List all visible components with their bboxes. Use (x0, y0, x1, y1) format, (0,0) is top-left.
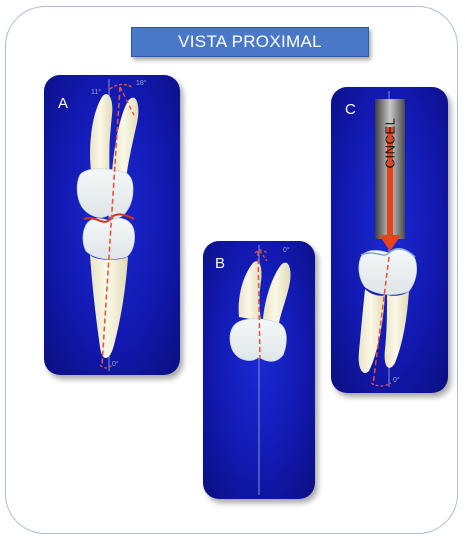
panel-a: A 11° 18° 0° (44, 75, 180, 375)
panel-a-angle-left: 11° (91, 89, 101, 96)
lower-tooth-crown (83, 218, 135, 259)
upper-tooth-crown (77, 169, 133, 219)
angle-arc-bottom (100, 365, 112, 368)
lower-tooth-root (90, 255, 128, 358)
tooth-root-right (385, 291, 409, 368)
upper-tooth-root-left (90, 94, 112, 175)
panel-b-illustration (203, 241, 315, 499)
tooth-crown (230, 319, 286, 361)
panel-a-illustration (44, 75, 180, 375)
angle-arc-bottom (371, 383, 391, 386)
panel-c-angle-bottom: 0° (393, 377, 400, 384)
panel-a-label: A (58, 95, 68, 112)
panel-c: C CINCEL 0° (331, 87, 448, 393)
chisel-label: CINCEL (383, 118, 398, 169)
page-title: VISTA PROXIMAL (131, 27, 369, 57)
panel-b: B 0° (203, 241, 315, 499)
panel-a-angle-right: 18° (136, 80, 147, 87)
panel-c-label: C (345, 101, 356, 118)
panel-b-label: B (215, 255, 225, 272)
panel-b-angle-top: 0° (283, 247, 290, 254)
tooth-root-left (359, 289, 385, 373)
panel-a-angle-bottom: 0° (112, 361, 119, 368)
tooth-root-right (263, 263, 291, 323)
tooth-crown (359, 250, 417, 295)
